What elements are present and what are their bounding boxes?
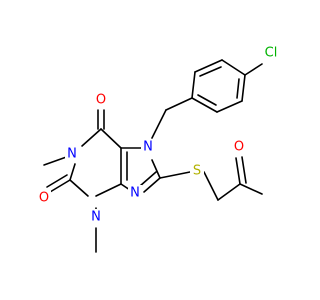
atom-labels: Cl O O O N N N N S <box>37 44 282 225</box>
bond-ar5-ar6 <box>216 100 243 113</box>
bond-n3-c4 <box>95 183 122 197</box>
atom-oxygen-c2: O <box>39 191 49 206</box>
bond-c2-o-double <box>46 174 68 188</box>
molecule-structure: Cl O O O N N N N S <box>37 44 282 253</box>
bond-ar2-ar3-double <box>199 66 222 77</box>
bond-ch2-ring <box>165 97 193 111</box>
bond-ar4-cl <box>244 63 263 76</box>
bond-c2-o <box>49 179 71 193</box>
molecule-diagram: Cl O O O N N N N S <box>37 44 282 253</box>
bond-ch2-co <box>217 183 241 201</box>
bond-ar2-ar3 <box>194 59 223 73</box>
atom-oxygen-ketone: O <box>234 140 244 155</box>
bond-ar6-ar1 <box>191 97 218 113</box>
bond-ar6-ar1-double <box>197 94 217 106</box>
bond-c5-c6 <box>100 128 122 149</box>
atom-nitrogen-n3: N <box>91 210 101 225</box>
atom-nitrogen-n9: N <box>130 186 140 201</box>
bond-ar4-ar5 <box>241 74 246 102</box>
bond-co-ch3 <box>239 183 263 195</box>
bond-c8-n9-double <box>139 171 157 187</box>
atom-sulfur: S <box>193 164 201 179</box>
bond-ar1-ar2 <box>191 71 196 99</box>
bond-co-o-double <box>241 156 247 184</box>
atom-nitrogen-n1: N <box>67 147 77 162</box>
bond-n1-c2 <box>69 163 76 181</box>
bond-co-o <box>235 157 241 185</box>
atom-nitrogen-n7: N <box>143 140 153 155</box>
bond-c8-s <box>159 171 191 179</box>
bond-c2-n3 <box>69 179 89 197</box>
atom-oxygen-c6: O <box>96 93 106 108</box>
bond-c6-n1 <box>81 128 102 147</box>
bond-n7-ch2 <box>151 109 167 139</box>
bond-s-ch2 <box>203 171 219 201</box>
bond-n7-c8 <box>151 159 161 179</box>
bond-c8-n9 <box>143 177 161 193</box>
bond-ar4-ar5-double <box>236 78 240 99</box>
bond-ar3-ar4 <box>221 59 246 76</box>
atom-chlorine: Cl <box>265 46 278 61</box>
